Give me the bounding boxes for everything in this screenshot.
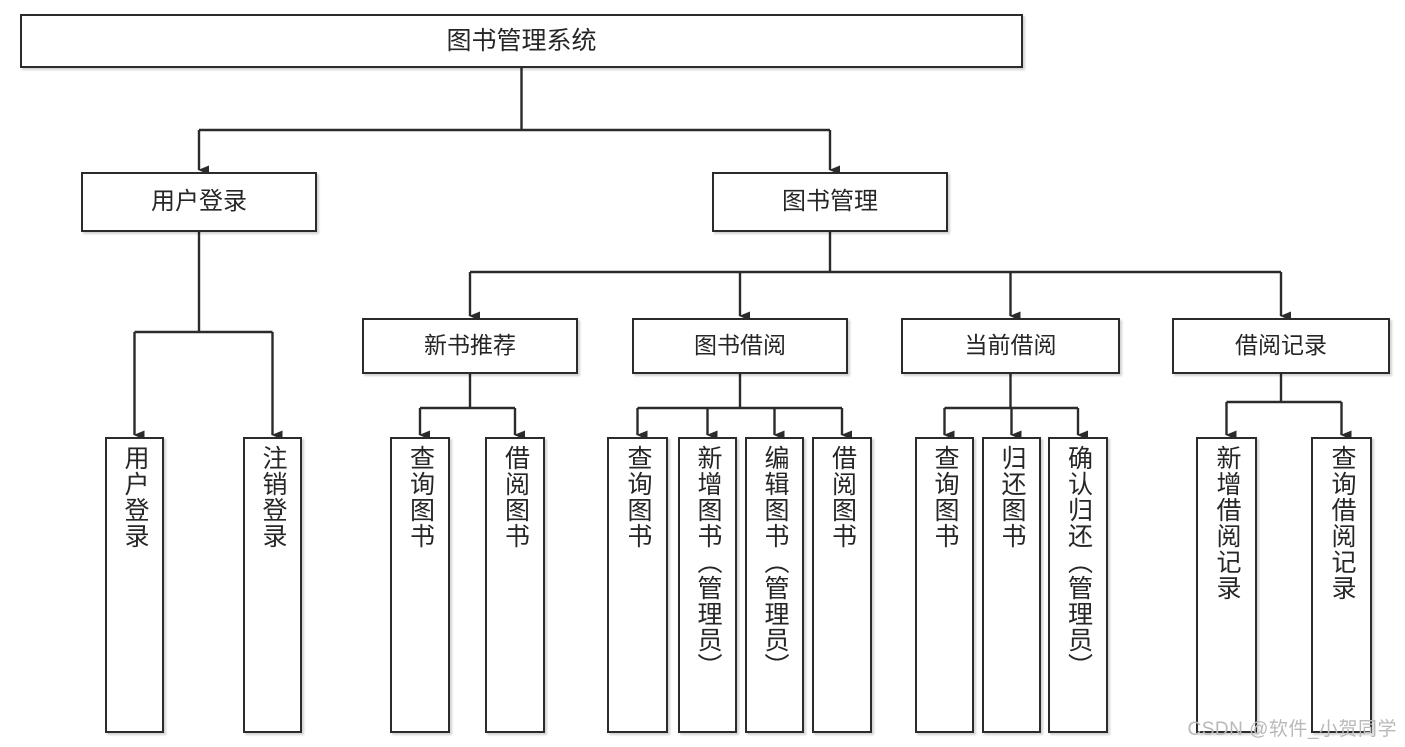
- node-leaf-borrow-book-2[interactable]: 借阅图书: [812, 437, 872, 733]
- node-label-leaf-borrow-book-2: 借阅图书: [828, 445, 857, 549]
- node-leaf-confirm-return[interactable]: 确认归还（管理员）: [1048, 437, 1108, 733]
- node-label-leaf-add-book: 新增图书（管理员）: [694, 445, 722, 679]
- node-label-leaf-query-record: 查询借阅记录: [1328, 445, 1356, 601]
- node-new-book-rec[interactable]: 新书推荐: [362, 318, 578, 374]
- node-label-leaf-borrow-book-1: 借阅图书: [501, 445, 530, 549]
- node-current-borrow[interactable]: 当前借阅: [901, 318, 1120, 374]
- node-book-manage[interactable]: 图书管理: [712, 172, 948, 232]
- node-label-leaf-edit-book: 编辑图书（管理员）: [761, 445, 789, 679]
- node-label-leaf-query-book-2: 查询图书: [624, 445, 652, 549]
- node-label-leaf-logout: 注销登录: [259, 445, 287, 549]
- node-leaf-user-login[interactable]: 用户登录: [105, 437, 164, 733]
- node-leaf-query-book-3[interactable]: 查询图书: [915, 437, 974, 733]
- node-leaf-edit-book[interactable]: 编辑图书（管理员）: [745, 437, 804, 733]
- node-label-book-borrow: 图书借阅: [694, 332, 786, 359]
- node-label-book-manage: 图书管理: [782, 187, 878, 215]
- node-label-current-borrow: 当前借阅: [964, 332, 1057, 359]
- node-leaf-return-book[interactable]: 归还图书: [982, 437, 1041, 733]
- node-leaf-query-book-2[interactable]: 查询图书: [607, 437, 668, 733]
- node-label-leaf-query-book-1: 查询图书: [406, 445, 435, 549]
- node-label-borrow-record: 借阅记录: [1235, 332, 1327, 359]
- node-borrow-record[interactable]: 借阅记录: [1172, 318, 1390, 374]
- node-leaf-add-book[interactable]: 新增图书（管理员）: [678, 437, 737, 733]
- node-label-leaf-user-login: 用户登录: [121, 445, 149, 549]
- node-user-login[interactable]: 用户登录: [81, 172, 317, 232]
- node-leaf-query-record[interactable]: 查询借阅记录: [1311, 437, 1372, 733]
- node-leaf-add-record[interactable]: 新增借阅记录: [1196, 437, 1257, 733]
- node-label-leaf-confirm-return: 确认归还（管理员）: [1064, 445, 1093, 679]
- node-leaf-query-book-1[interactable]: 查询图书: [390, 437, 450, 733]
- node-leaf-logout[interactable]: 注销登录: [243, 437, 302, 733]
- node-book-borrow[interactable]: 图书借阅: [632, 318, 848, 374]
- node-label-leaf-add-record: 新增借阅记录: [1213, 445, 1241, 601]
- node-root[interactable]: 图书管理系统: [20, 14, 1023, 68]
- node-label-leaf-query-book-3: 查询图书: [931, 445, 959, 549]
- node-leaf-borrow-book-1[interactable]: 借阅图书: [485, 437, 545, 733]
- node-label-new-book-rec: 新书推荐: [424, 332, 516, 359]
- node-label-root: 图书管理系统: [446, 27, 597, 55]
- node-label-user-login: 用户登录: [151, 187, 247, 215]
- node-label-leaf-return-book: 归还图书: [998, 445, 1026, 549]
- watermark-label: CSDN @软件_小贺同学: [1187, 719, 1397, 740]
